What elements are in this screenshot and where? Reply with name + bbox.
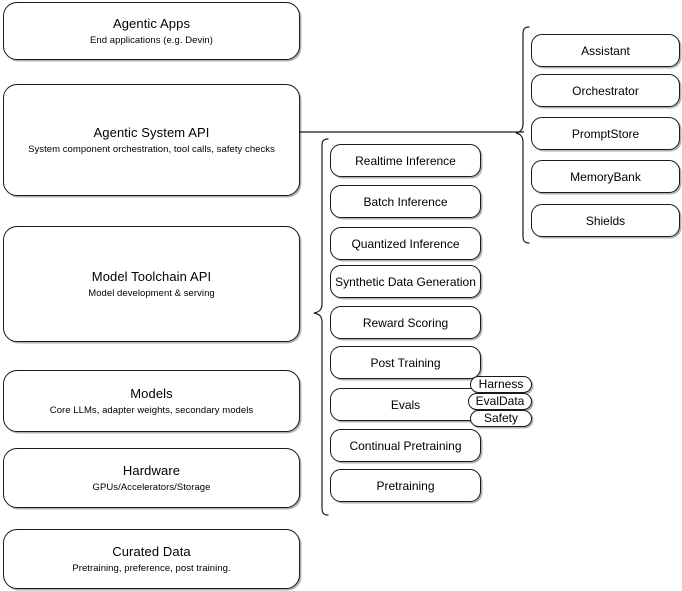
layer-hardware[interactable]: Hardware GPUs/Accelerators/Storage [3,448,300,508]
eval-badge-harness[interactable]: Harness [470,376,532,393]
toolchain-capabilities-brace [313,138,329,516]
component-orchestrator[interactable]: Orchestrator [531,74,680,107]
capability-synthetic-data-generation[interactable]: Synthetic Data Generation [330,265,481,298]
capability-label: Quantized Inference [351,236,460,251]
layer-curated-data[interactable]: Curated Data Pretraining, preference, po… [3,529,300,589]
component-assistant[interactable]: Assistant [531,34,680,67]
component-promptstore[interactable]: PromptStore [531,117,680,150]
layer-title: Agentic System API [93,124,210,140]
layer-subtitle: Model development & serving [88,287,215,299]
component-memorybank[interactable]: MemoryBank [531,160,680,193]
component-label: Shields [585,213,626,228]
capability-realtime-inference[interactable]: Realtime Inference [330,144,481,177]
eval-badge-evaldata[interactable]: EvalData [468,393,532,410]
capability-reward-scoring[interactable]: Reward Scoring [330,306,481,339]
layer-agentic-apps[interactable]: Agentic Apps End applications (e.g. Devi… [3,2,300,60]
layer-subtitle: End applications (e.g. Devin) [90,34,213,46]
capability-batch-inference[interactable]: Batch Inference [330,185,481,218]
layer-subtitle: Core LLMs, adapter weights, secondary mo… [49,404,254,416]
capability-evals[interactable]: Evals [330,388,481,421]
capability-label: Reward Scoring [362,315,449,330]
eval-badge-label: EvalData [475,394,525,408]
capability-label: Pretraining [376,478,435,493]
layer-subtitle: GPUs/Accelerators/Storage [92,481,211,493]
layer-title: Hardware [122,462,181,478]
layer-model-toolchain-api[interactable]: Model Toolchain API Model development & … [3,226,300,342]
system-components-brace [515,26,530,244]
eval-badge-label: Safety [483,411,519,425]
layer-models[interactable]: Models Core LLMs, adapter weights, secon… [3,370,300,432]
capability-label: Synthetic Data Generation [335,274,476,289]
layer-agentic-system-api[interactable]: Agentic System API System component orch… [3,84,300,196]
component-label: Assistant [581,43,630,58]
layer-title: Curated Data [112,543,191,559]
layer-title: Models [130,385,173,401]
eval-badge-label: Harness [478,377,524,391]
layer-title: Agentic Apps [112,15,191,31]
capability-continual-pretraining[interactable]: Continual Pretraining [330,429,481,462]
capability-label: Evals [390,397,421,412]
capability-post-training[interactable]: Post Training [330,346,481,379]
capability-label: Realtime Inference [355,153,456,168]
capability-label: Continual Pretraining [349,438,462,453]
layer-subtitle: System component orchestration, tool cal… [28,143,275,155]
component-label: MemoryBank [570,169,641,184]
eval-badge-safety[interactable]: Safety [470,410,532,427]
capability-label: Post Training [370,355,441,370]
capability-label: Batch Inference [363,194,448,209]
capability-pretraining[interactable]: Pretraining [330,469,481,502]
component-label: Orchestrator [572,83,639,98]
layer-title: Model Toolchain API [91,268,212,284]
component-shields[interactable]: Shields [531,204,680,237]
capability-quantized-inference[interactable]: Quantized Inference [330,227,481,260]
layer-subtitle: Pretraining, preference, post training. [72,562,231,574]
component-label: PromptStore [571,126,640,141]
